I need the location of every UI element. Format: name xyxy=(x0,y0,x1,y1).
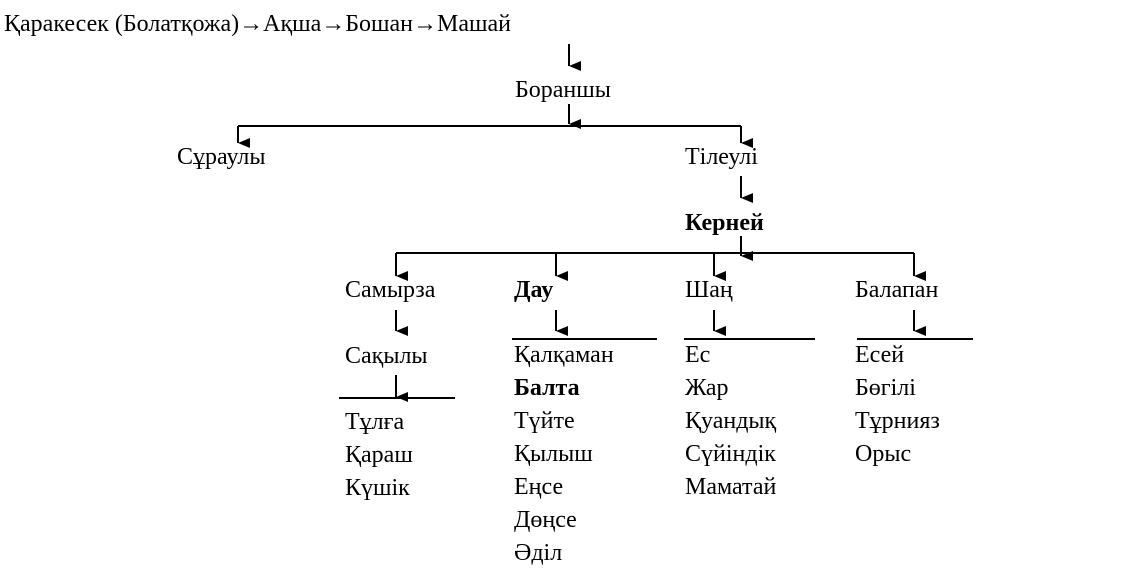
list-item: Қуандық xyxy=(685,408,777,434)
list-item: Есей xyxy=(855,342,905,368)
list-item: Қараш xyxy=(345,442,413,468)
node-shan: Шаң xyxy=(685,277,733,303)
list-item: Тұлға xyxy=(345,409,405,435)
list-item: Бөгілі xyxy=(855,375,916,401)
lineage-title: Қаракесек (Болатқожа)→Ақша→Бошан→Машай xyxy=(4,11,511,37)
list-item: Орыс xyxy=(855,441,912,467)
node-suraualy: Сұраулы xyxy=(177,144,266,170)
node-kerney: Керней xyxy=(685,210,764,236)
list-item: Дөңсе xyxy=(514,507,577,533)
list-item: Ес xyxy=(685,342,711,368)
list-item: Қылыш xyxy=(514,441,593,467)
list-item: Қалқаман xyxy=(514,342,614,368)
list-item: Сүйіндік xyxy=(685,441,776,467)
node-sakyly: Сақылы xyxy=(345,343,428,369)
node-balapan: Балапан xyxy=(855,277,939,303)
node-boranshy: Бораншы xyxy=(515,77,611,103)
list-item: Әділ xyxy=(514,540,563,566)
list-item: Жар xyxy=(685,375,729,401)
node-tileuli: Тілеулі xyxy=(685,144,758,170)
list-item: Түйте xyxy=(514,408,575,434)
list-item: Балта xyxy=(514,375,580,401)
node-samyrza: Самырза xyxy=(345,277,436,303)
list-item: Еңсе xyxy=(514,474,564,500)
list-item: Тұрнияз xyxy=(855,408,940,434)
node-dau: Дау xyxy=(514,277,554,303)
list-item: Маматай xyxy=(685,474,777,500)
list-item: Күшік xyxy=(345,475,410,501)
